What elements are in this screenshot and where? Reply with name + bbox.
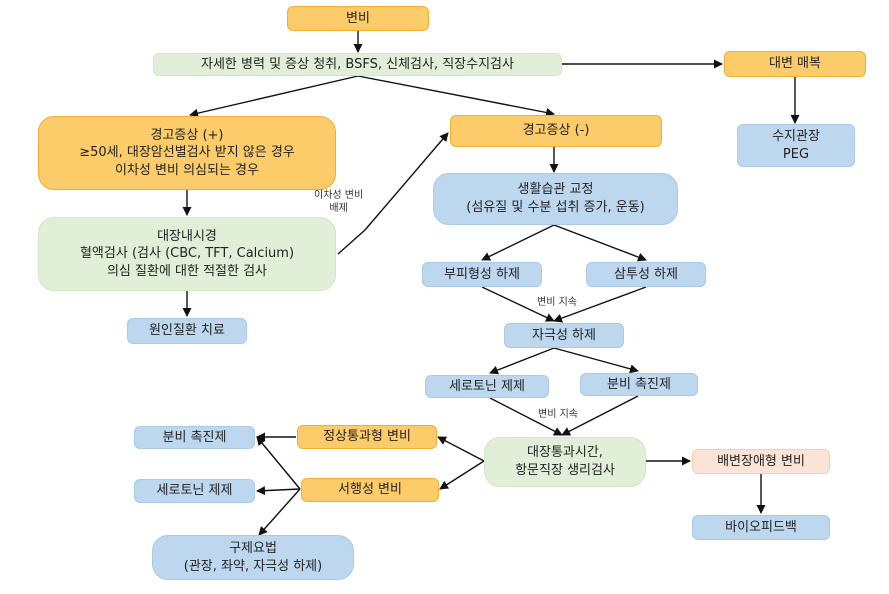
arrow-lifestyle-to-osmotic <box>553 224 647 262</box>
node-defecation-disorder-text: 배변장애형 변비 <box>717 453 805 469</box>
arrow-slow-to-secretagogue <box>256 436 301 490</box>
arrow-slow-to-serotonin <box>256 486 301 496</box>
arrow-slow-to-rescue <box>258 488 301 536</box>
node-manual-peg: 수지관장 PEG <box>737 124 855 167</box>
node-fecal-impaction-text: 대변 매복 <box>769 56 821 72</box>
arrow-history-to-alarm-positive <box>189 75 359 118</box>
node-osmotic-laxative-text: 삼투성 하제 <box>614 266 678 282</box>
node-treat-cause: 원인질환 치료 <box>127 318 247 344</box>
label-secondary-excluded: 이차성 변비 배제 <box>314 190 363 215</box>
node-history-text: 자세한 병력 및 증상 청취, BSFS, 신체검사, 직장수지검사 <box>201 56 514 72</box>
node-normal-transit: 정상통과형 변비 <box>297 425 437 449</box>
node-rescue: 구제요법 (관장, 좌약, 자극성 하제) <box>152 535 354 580</box>
arrow-transit-to-slow <box>439 460 485 490</box>
node-biofeedback-text: 바이오피드백 <box>725 519 797 535</box>
node-alarm-negative-text: 경고증상 (-) <box>522 123 590 139</box>
arrow-history-to-alarm-negative <box>357 75 555 117</box>
node-history: 자세한 병력 및 증상 청취, BSFS, 신체검사, 직장수지검사 <box>153 53 562 76</box>
node-stimulant-laxative-text: 자극성 하제 <box>532 327 596 343</box>
node-rescue-line-1: 구제요법 <box>229 540 277 556</box>
node-secretagogue-1: 분비 촉진제 <box>580 373 698 396</box>
node-bulk-laxative-text: 부피형성 하제 <box>444 266 520 282</box>
node-alarm-positive-line-1: 경고증상 (+) <box>150 127 224 143</box>
node-alarm-positive: 경고증상 (+) ≥50세, 대장암선별검사 받지 않은 경우 이차성 변비 의… <box>38 116 336 190</box>
node-serotonin-1: 세로토닌 제제 <box>425 375 549 398</box>
arrow-serotonin-to-transit <box>489 397 563 436</box>
node-constipation: 변비 <box>287 6 429 31</box>
node-serotonin-1-text: 세로토닌 제제 <box>449 378 525 394</box>
arrow-stimulant-to-serotonin <box>489 347 555 375</box>
node-colonoscopy-line-3: 의심 질환에 대한 적절한 검사 <box>106 263 268 279</box>
node-alarm-negative: 경고증상 (-) <box>450 115 662 147</box>
arrow-colonoscopy-to-alarm-negative <box>337 132 449 255</box>
node-lifestyle-line-1: 생활습관 교정 <box>517 182 594 198</box>
label-secondary-excluded-line-2: 배제 <box>329 202 348 214</box>
arrow-bulk-to-stimulant <box>481 286 555 322</box>
arrow-secretagogue-to-transit <box>561 395 639 436</box>
node-colonoscopy: 대장내시경 혈액검사 (검사 (CBC, TFT, Calcium) 의심 질환… <box>38 217 336 291</box>
node-rescue-line-2: (관장, 좌약, 자극성 하제) <box>183 558 323 574</box>
node-bulk-laxative: 부피형성 하제 <box>422 262 542 287</box>
arrow-lifestyle-to-bulk <box>481 224 555 261</box>
node-lifestyle-line-2: (섬유질 및 수분 섭취 증가, 운동) <box>466 200 645 215</box>
node-transit-test: 대장통과시간, 항문직장 생리검사 <box>484 437 646 487</box>
node-secretagogue-2-text: 분비 촉진제 <box>162 429 227 445</box>
node-colonoscopy-line-1: 대장내시경 <box>157 228 217 244</box>
node-colonoscopy-line-2: 혈액검사 (검사 (CBC, TFT, Calcium) <box>79 246 295 262</box>
node-biofeedback: 바이오피드백 <box>692 515 830 540</box>
node-constipation-text: 변비 <box>346 10 370 26</box>
node-defecation-disorder: 배변장애형 변비 <box>692 449 830 474</box>
label-persist-2: 변비 지속 <box>538 409 578 420</box>
node-secretagogue-1-text: 분비 촉진제 <box>607 376 671 392</box>
node-slow-transit-text: 서행성 변비 <box>338 482 402 498</box>
node-transit-test-line-1: 대장통과시간, <box>527 445 603 461</box>
node-transit-test-line-2: 항문직장 생리검사 <box>515 463 615 478</box>
label-persist-1: 변비 지속 <box>537 297 577 308</box>
node-serotonin-2-text: 세로토닌 제제 <box>156 483 233 499</box>
node-osmotic-laxative: 삼투성 하제 <box>586 262 706 287</box>
label-secondary-excluded-line-1: 이차성 변비 <box>314 190 364 201</box>
node-alarm-positive-line-2: ≥50세, 대장암선별검사 받지 않은 경우 <box>79 145 295 161</box>
node-manual-peg-line-2: PEG <box>782 146 810 162</box>
arrow-transit-to-normal <box>437 436 485 462</box>
node-lifestyle: 생활습관 교정 (섬유질 및 수분 섭취 증가, 운동) <box>433 173 678 225</box>
node-alarm-positive-line-3: 이차성 변비 의심되는 경우 <box>115 162 259 178</box>
arrow-osmotic-to-stimulant <box>553 286 647 323</box>
node-fecal-impaction: 대변 매복 <box>724 51 866 77</box>
node-stimulant-laxative: 자극성 하제 <box>504 323 624 348</box>
node-normal-transit-text: 정상통과형 변비 <box>323 429 411 445</box>
node-secretagogue-2: 분비 촉진제 <box>134 426 255 449</box>
arrow-stimulant-to-secretagogue <box>553 347 639 374</box>
node-serotonin-2: 세로토닌 제제 <box>134 479 255 503</box>
node-treat-cause-text: 원인질환 치료 <box>149 323 225 339</box>
node-manual-peg-line-1: 수지관장 <box>772 128 820 144</box>
node-slow-transit: 서행성 변비 <box>301 478 439 502</box>
